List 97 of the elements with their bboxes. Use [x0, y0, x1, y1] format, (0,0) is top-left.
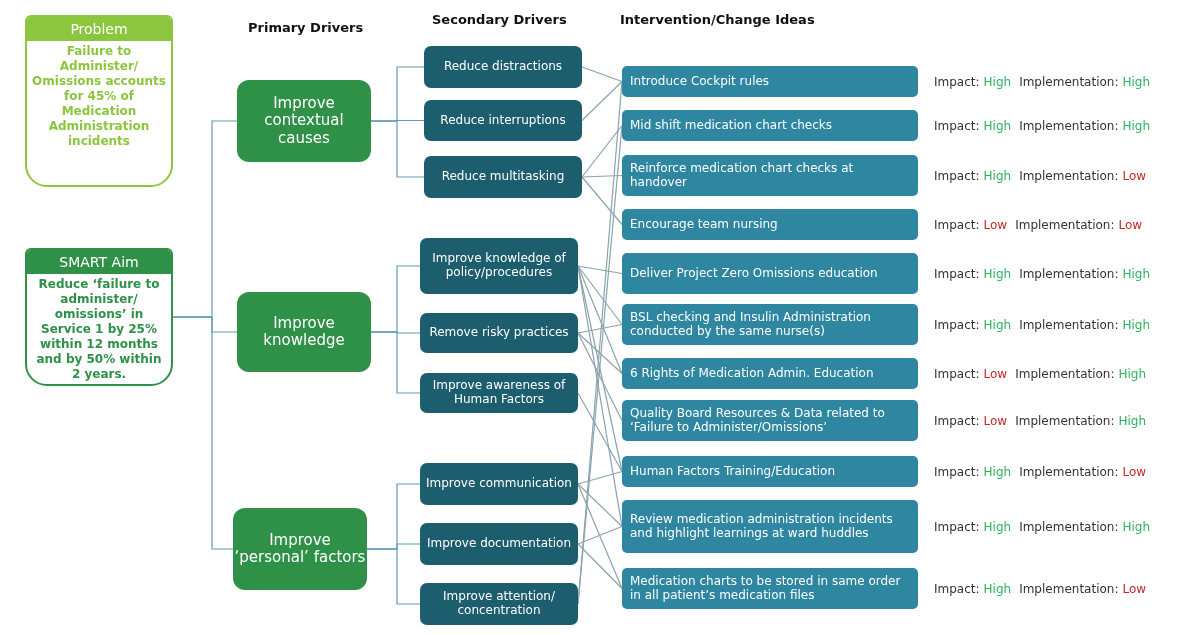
- rating-label: Impact:: [934, 366, 980, 381]
- secondary-driver-box: Improve documentation: [420, 523, 578, 565]
- rating-label: Impact:: [934, 266, 980, 281]
- rating-label: Impact:: [934, 581, 980, 596]
- rating-label: Impact:: [934, 464, 980, 479]
- change-idea-box: Reinforce medication chart checks at handover: [622, 155, 918, 196]
- change-idea-box: Introduce Cockpit rules: [622, 66, 918, 97]
- rating-value: High: [1122, 266, 1151, 281]
- rating-label: Implementation:: [1019, 581, 1119, 596]
- rating-label: Implementation:: [1019, 168, 1119, 183]
- rating-label: Implementation:: [1019, 74, 1119, 89]
- change-idea-box: Mid shift medication chart checks: [622, 110, 918, 141]
- secondary-driver-box: Remove risky practices: [420, 313, 578, 353]
- rating-label: Implementation:: [1019, 317, 1119, 332]
- connector-line: [370, 120, 425, 178]
- rating-value: Low: [983, 366, 1008, 381]
- connector-line: [581, 124, 623, 178]
- aim-card: [25, 15, 173, 187]
- connector-line: [581, 176, 623, 226]
- column-heading: Secondary Drivers: [432, 12, 567, 27]
- rating-value: Low: [983, 217, 1008, 232]
- rating-label: Impact:: [934, 74, 980, 89]
- rating-value: Low: [1122, 168, 1147, 183]
- rating-value: Low: [983, 413, 1008, 428]
- rating-value: High: [983, 317, 1012, 332]
- primary-driver-box: Improve contextual causes: [237, 80, 371, 162]
- connector-line: [577, 483, 623, 528]
- connector-line: [366, 548, 421, 605]
- rating-value: Low: [1122, 464, 1147, 479]
- connector-line: [577, 525, 623, 545]
- connector-line: [577, 483, 623, 590]
- column-heading: Primary Drivers: [248, 20, 364, 35]
- secondary-driver-box: Reduce interruptions: [424, 100, 582, 141]
- rating-value: High: [983, 464, 1012, 479]
- rating-label: Implementation:: [1019, 519, 1119, 534]
- aim-card: [25, 248, 173, 386]
- rating-label: Implementation:: [1015, 366, 1115, 381]
- secondary-driver-box: Reduce distractions: [424, 46, 582, 88]
- change-idea-box: Human Factors Training/Education: [622, 456, 918, 487]
- primary-driver-box: Improve ‘personal’ factors: [233, 508, 367, 590]
- rating-value: High: [983, 581, 1012, 596]
- card-heading: SMART Aim: [27, 250, 171, 275]
- connector-line: [172, 316, 234, 550]
- rating-label: Implementation:: [1019, 266, 1119, 281]
- rating-label: Impact:: [934, 317, 980, 332]
- rating-label: Impact:: [934, 118, 980, 133]
- rating-label: Impact:: [934, 519, 980, 534]
- change-idea-box: BSL checking and Insulin Administration conducted by the same nurse(s): [622, 304, 918, 345]
- connector-line: [577, 323, 623, 334]
- rating-value: High: [983, 266, 1012, 281]
- connector-line: [370, 331, 421, 394]
- secondary-driver-box: Improve attention/ concentration: [420, 583, 578, 625]
- rating-value: High: [983, 118, 1012, 133]
- rating-value: High: [1118, 366, 1147, 381]
- rating-value: High: [1122, 74, 1151, 89]
- change-idea-box: Medication charts to be stored in same order in all patient’s medication files: [622, 568, 918, 609]
- rating-label: Implementation:: [1019, 464, 1119, 479]
- rating-value: High: [1122, 519, 1151, 534]
- rating-label: Impact:: [934, 413, 980, 428]
- connector-line: [581, 66, 623, 83]
- change-idea-box: 6 Rights of Medication Admin. Education: [622, 358, 918, 389]
- rating-value: High: [983, 519, 1012, 534]
- secondary-driver-box: Improve communication: [420, 463, 578, 505]
- change-idea-box: Encourage team nursing: [622, 209, 918, 240]
- rating-label: Implementation:: [1015, 217, 1115, 232]
- change-idea-box: Deliver Project Zero Omissions education: [622, 253, 918, 294]
- rating-value: High: [983, 168, 1012, 183]
- change-idea-box: Quality Board Resources & Data related to ‘Failure to Administer/Omissions’: [622, 400, 918, 441]
- rating-label: Impact:: [934, 217, 980, 232]
- secondary-driver-box: Improve awareness of Human Factors: [420, 373, 578, 413]
- column-heading: Intervention/Change Ideas: [620, 12, 815, 27]
- connector-line: [577, 543, 623, 590]
- secondary-driver-box: Improve knowledge of policy/procedures: [420, 238, 578, 294]
- connector-line: [577, 332, 623, 375]
- connector-line: [577, 392, 623, 473]
- card-text: Failure to Administer/ Omissions accounts for 45% of Medication Administration incidents: [31, 43, 167, 151]
- change-idea-box: Review medication administration incidents and highlight learnings at ward huddles: [622, 500, 918, 553]
- rating-value: Low: [1118, 217, 1143, 232]
- rating-value: High: [1122, 118, 1151, 133]
- rating-value: High: [1118, 413, 1147, 428]
- rating-label: Implementation:: [1019, 118, 1119, 133]
- rating-label: Impact:: [934, 168, 980, 183]
- rating-label: Implementation:: [1015, 413, 1115, 428]
- connector-line: [581, 80, 623, 122]
- rating-value: Low: [1122, 581, 1147, 596]
- connector-line: [577, 265, 623, 375]
- card-heading: Problem: [27, 17, 171, 42]
- connector-line: [577, 265, 623, 275]
- card-text: Reduce ‘failure to administer/ omissions’ in Service 1 by 25% within 12 months and by 50% within 2 years.: [35, 276, 163, 384]
- secondary-driver-box: Reduce multitasking: [424, 156, 582, 198]
- primary-driver-box: Improve knowledge: [237, 292, 371, 372]
- connector-line: [581, 174, 623, 178]
- connector-line: [577, 332, 623, 422]
- rating-value: High: [983, 74, 1012, 89]
- connector-line: [577, 265, 623, 326]
- connector-line: [577, 470, 623, 485]
- rating-value: High: [1122, 317, 1151, 332]
